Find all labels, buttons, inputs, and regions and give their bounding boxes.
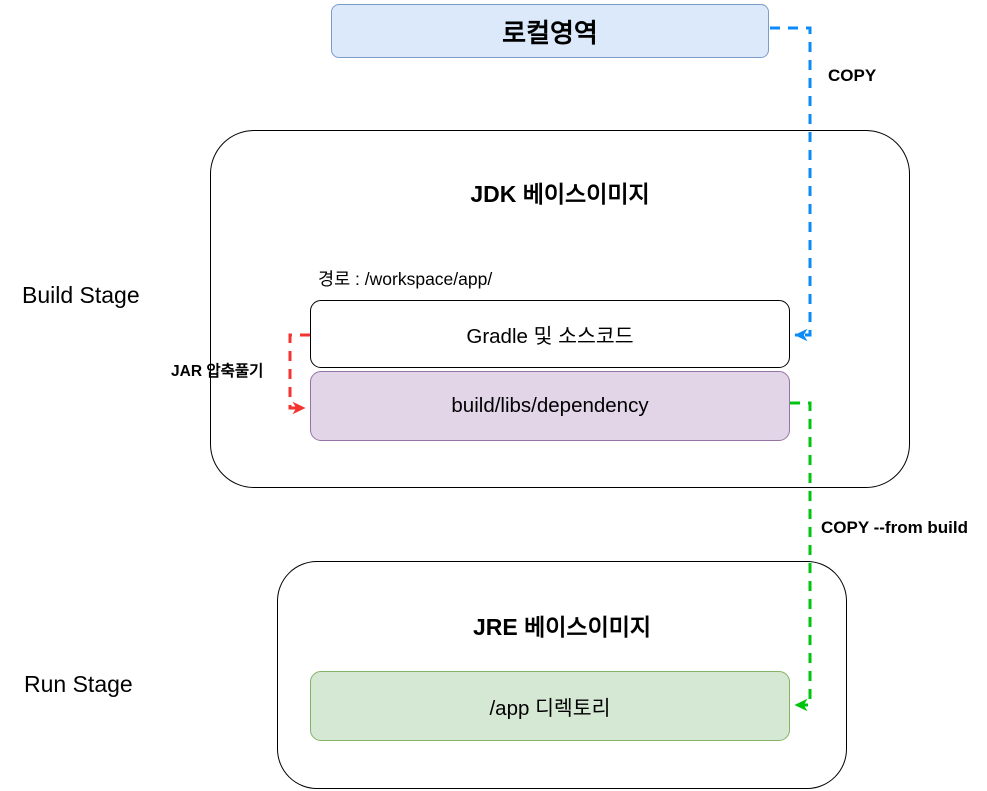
build-libs-dependency-label: build/libs/dependency: [451, 394, 649, 417]
run-stage-label: Run Stage: [24, 671, 133, 697]
build-libs-dependency-box: build/libs/dependency: [310, 371, 790, 441]
copy-arrow-label: COPY: [828, 66, 877, 85]
jdk-base-image-container: JDK 베이스이미지: [210, 130, 910, 488]
copy-from-build-arrow-label: COPY --from build: [821, 518, 969, 537]
local-area-label: 로컬영역: [502, 17, 598, 48]
gradle-source-label: Gradle 및 소스코드: [466, 325, 634, 348]
app-directory-label: /app 디렉토리: [489, 697, 611, 720]
jre-base-image-container: JRE 베이스이미지: [277, 561, 847, 789]
jar-unzip-arrow-label: JAR 압축풀기: [171, 363, 264, 380]
build-stage-label: Build Stage: [22, 282, 140, 308]
jre-container-title: JRE 베이스이미지: [472, 614, 652, 640]
jdk-container-title: JDK 베이스이미지: [470, 181, 650, 207]
local-area-box: 로컬영역: [331, 4, 769, 58]
gradle-source-box: Gradle 및 소스코드: [310, 300, 790, 368]
app-directory-box: /app 디렉토리: [310, 671, 790, 741]
workspace-path-caption: 경로 : /workspace/app/: [318, 269, 493, 289]
